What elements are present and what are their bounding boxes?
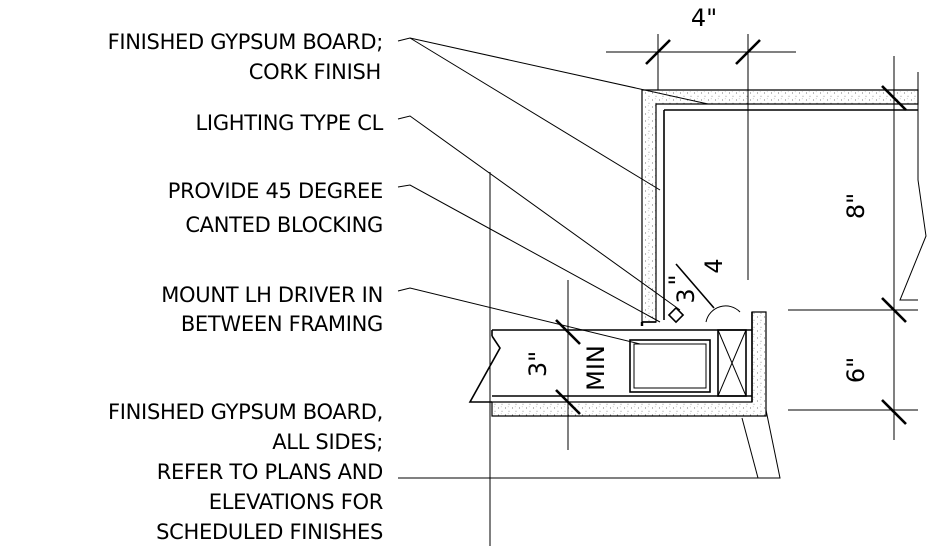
annotation-notes: FINISHED GYPSUM BOARD; CORK FINISH LIGHT… — [108, 30, 384, 544]
dim-fraction-den: 4 — [700, 258, 728, 273]
canted-blocking — [667, 305, 741, 324]
note-gypsum-all-line1: FINISHED GYPSUM BOARD, — [108, 400, 383, 424]
dim-right-upper: 8" — [842, 193, 870, 219]
note-gypsum-all-line4: ELEVATIONS FOR — [209, 490, 383, 514]
dim-left-min: MIN — [582, 345, 610, 391]
break-line-left — [468, 335, 501, 403]
dim-fraction-three-quarter: 3 " 4 — [664, 258, 728, 309]
note-blocking-line2: CANTED BLOCKING — [185, 213, 383, 237]
note-lighting: LIGHTING TYPE CL — [196, 111, 384, 135]
dim-top-width: 4" — [691, 4, 717, 32]
dimension-lines — [555, 39, 918, 425]
break-line-right — [899, 72, 927, 301]
dimension-labels: 4" 8" 6" 3" MIN 3 " 4 — [524, 4, 870, 391]
note-blocking-line1: PROVIDE 45 DEGREE — [168, 179, 383, 203]
dim-left-height: 3" — [524, 351, 552, 377]
dim-fraction-num: 3 — [672, 288, 700, 303]
dim-fraction-inch: " — [664, 274, 692, 285]
lh-driver — [629, 339, 711, 393]
note-driver-line2: BETWEEN FRAMING — [181, 312, 383, 336]
board-inner-lines — [640, 109, 918, 326]
note-gypsum-all-line5: SCHEDULED FINISHES — [156, 520, 383, 544]
gypsum-top-layer — [641, 89, 919, 323]
note-gypsum-cork-line1: FINISHED GYPSUM BOARD; — [108, 30, 383, 54]
soffit-framing — [468, 312, 753, 403]
framing-block-x — [717, 329, 747, 397]
leader-lines — [397, 37, 781, 479]
note-gypsum-cork-line2: CORK FINISH — [249, 60, 381, 84]
extension-lines — [489, 34, 895, 546]
dim-right-lower: 6" — [842, 357, 870, 383]
note-driver-line1: MOUNT LH DRIVER IN — [161, 283, 383, 307]
note-gypsum-all-line2: ALL SIDES; — [272, 430, 383, 454]
note-gypsum-all-line3: REFER TO PLANS AND — [157, 460, 383, 484]
